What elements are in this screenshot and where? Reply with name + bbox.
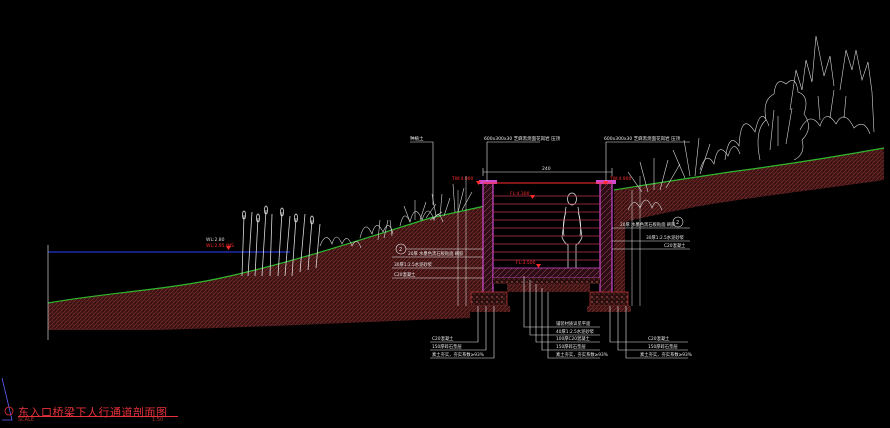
elevation-markers <box>226 181 608 268</box>
left-wall-cap <box>479 180 497 184</box>
side-dimension-lines <box>457 176 641 306</box>
floor-slab <box>492 267 601 279</box>
center-3: 100厚C20混凝土 <box>556 335 591 342</box>
dim-top: 240 <box>542 166 551 172</box>
drawing-title: 东入口桥梁下人行通道剖面图 <box>18 406 168 419</box>
callout-right-num: 2 <box>676 220 679 226</box>
scale-value: 1:50 <box>152 417 164 423</box>
bottom-leaders <box>430 276 688 359</box>
right-wall <box>599 182 613 296</box>
left-slope-soil <box>48 206 485 330</box>
center-5: 素土夯实，夯实系数≥93% <box>556 351 608 358</box>
elev-right: TW:4.900 <box>609 176 631 182</box>
left-wall-leaders <box>392 243 483 279</box>
center-2: 40厚1:2.5水泥砂浆 <box>556 328 595 335</box>
left-wall <box>482 182 494 296</box>
elev-left: TW:4.900 <box>451 176 473 182</box>
label-top-soil: 种植土 <box>410 135 424 142</box>
reeds <box>241 205 321 277</box>
center-4: 150厚碎石垫层 <box>556 343 586 350</box>
foot-right-2: 150厚碎石垫层 <box>648 343 678 350</box>
wall-left-1: 20厚 水墨色黑石板贴面 刷胶 <box>408 250 464 257</box>
top-leaders <box>410 141 690 205</box>
wall-left-2: 30厚1:2.5水泥砂浆 <box>394 261 433 268</box>
right-footing <box>589 291 629 307</box>
deck-rails <box>493 195 600 261</box>
wall-right-3: C20混凝土 <box>664 242 686 249</box>
title-underline <box>18 416 178 417</box>
right-slope-soil <box>614 148 884 300</box>
left-footing <box>470 291 508 307</box>
elev-water: WL:2.80 <box>206 237 225 243</box>
scale-label: SCALE <box>18 417 35 423</box>
right-wall-leaders <box>612 216 690 250</box>
floor-gravel <box>493 278 600 284</box>
right-footing-base <box>587 306 631 312</box>
center-base <box>507 284 590 292</box>
right-ground-line <box>613 147 885 191</box>
label-top-slab-right: 600x300x30 芝麻黑烧面花岗岩 压顶 <box>604 135 681 142</box>
center-1: 铺装材质详见平面 <box>556 320 591 327</box>
drawing-title-block: 东入口桥梁下人行通道剖面图 SCALE 1:50 <box>18 404 178 424</box>
callout-left-num: 2 <box>399 247 402 253</box>
elev-water2: WL:2.95 IMS <box>206 243 234 249</box>
left-footing-base <box>468 306 510 312</box>
wall-right-2: 30厚1:2.5水泥砂浆 <box>646 234 685 241</box>
left-shrubs <box>319 183 473 249</box>
human-figure <box>561 192 583 274</box>
foot-right-3: 素土夯实，夯实系数≥93% <box>640 351 692 358</box>
wall-left-3: C20混凝土 <box>394 271 416 278</box>
foot-right-1: C20混凝土 <box>648 335 670 342</box>
foot-left-2: 150厚碎石垫层 <box>432 343 462 350</box>
top-dimension <box>482 168 613 176</box>
wall-right-1: 20厚 水墨色黑石板贴面 刷胶 <box>620 221 676 228</box>
left-ground-line <box>47 205 486 304</box>
foot-left-1: C20混凝土 <box>432 335 454 342</box>
elev-deck: FL:4.300 <box>510 191 530 197</box>
elev-floor: FL:3.500 <box>516 260 536 266</box>
right-vegetation <box>627 35 875 211</box>
frame-corner <box>1 377 14 421</box>
label-top-slab-left: 600x300x30 芝麻黑烧面花岗岩 压顶 <box>484 135 561 142</box>
foot-left-3: 素土夯实，夯实系数≥93% <box>432 351 484 358</box>
